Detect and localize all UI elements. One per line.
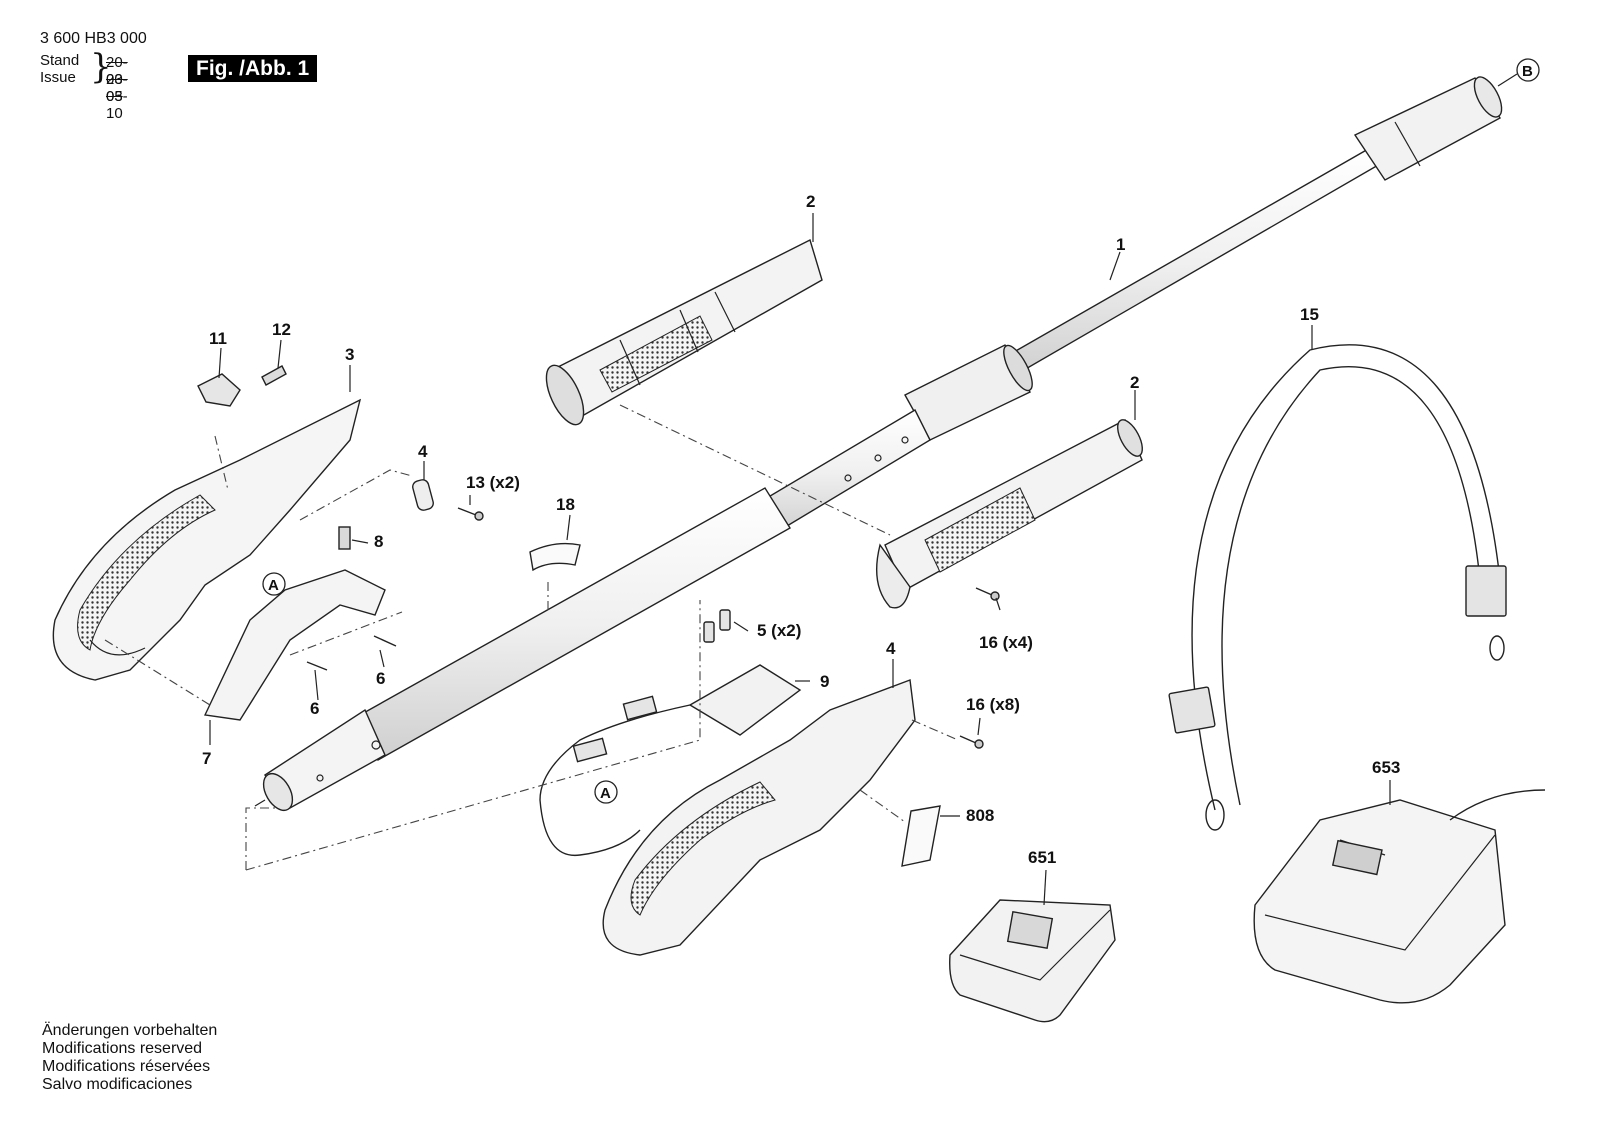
callout-18: 18 — [556, 495, 575, 514]
part-9-switch — [539, 664, 802, 857]
part-15-strap — [1168, 344, 1507, 831]
brace-icon: } — [90, 47, 112, 87]
battery-651 — [949, 899, 1116, 1023]
callout-653: 653 — [1372, 758, 1400, 777]
figure-badge: Fig. /Abb. 1 — [188, 55, 318, 82]
callout-11: 11 — [209, 329, 227, 348]
screw-13 — [457, 507, 484, 521]
reference-mark-a-lower: A — [594, 780, 618, 804]
svg-text:A: A — [600, 785, 611, 802]
callout-5: 5 (x2) — [757, 621, 801, 640]
pins-6 — [306, 635, 397, 671]
housing-half — [52, 398, 362, 681]
notice-french: Modifications réservées — [42, 1058, 211, 1075]
reference-mark-a-upper: A — [262, 572, 286, 596]
coupling-lower — [875, 419, 1144, 609]
assembly-lines — [104, 404, 959, 871]
notice-german: Änderungen vorbehalten — [42, 1022, 218, 1039]
charger-653 — [1253, 789, 1546, 1004]
part-11-latch — [197, 373, 241, 407]
screws-16-lower — [959, 735, 984, 749]
callout-6-left: 6 — [310, 699, 319, 718]
callout-4-upper: 4 — [418, 442, 428, 461]
part-18-label — [529, 542, 581, 572]
callout-13: 13 (x2) — [466, 473, 520, 492]
coupling-upper — [545, 238, 823, 426]
svg-text:A: A — [268, 577, 279, 594]
callout-1: 1 — [1116, 235, 1125, 254]
notice-english: Modifications reserved — [42, 1040, 203, 1057]
part-808-label — [901, 805, 941, 867]
callout-15: 15 — [1300, 305, 1319, 324]
telescopic-pole — [254, 76, 1503, 812]
part-8-spring — [338, 526, 351, 550]
callout-9: 9 — [820, 672, 829, 691]
svg-text:B: B — [1522, 63, 1533, 80]
stand-label: Stand — [40, 52, 80, 69]
callout-8: 8 — [374, 532, 383, 551]
stand-date: 20-03-05 — [106, 54, 128, 105]
callout-2-lower: 2 — [1130, 373, 1139, 392]
part-12-spring — [261, 365, 287, 386]
callout-7: 7 — [202, 749, 211, 768]
callout-16-x4: 16 (x4) — [979, 633, 1033, 652]
document-number: 3 600 HB3 000 — [40, 30, 147, 47]
callout-651: 651 — [1028, 848, 1056, 867]
callout-16-x8: 16 (x8) — [966, 695, 1020, 714]
screws-16-upper — [975, 587, 1000, 601]
callout-2-upper: 2 — [806, 192, 815, 211]
callout-3: 3 — [345, 345, 354, 364]
reference-mark-b: B — [1516, 58, 1540, 82]
issue-date: 20-03-10 — [106, 71, 128, 122]
notice-spanish: Salvo modificaciones — [42, 1076, 193, 1093]
callout-12: 12 — [272, 320, 291, 339]
callout-6-right: 6 — [376, 669, 385, 688]
part-7-lever — [203, 569, 386, 721]
issue-label: Issue — [40, 69, 76, 86]
screws-5 — [703, 609, 731, 643]
modification-notice: Änderungen vorbehalten Modifications res… — [42, 1022, 217, 1094]
leader-lines — [209, 73, 1518, 906]
callout-4-lower: 4 — [886, 639, 896, 658]
part-4-clip — [412, 479, 434, 511]
callout-labels: 2 1 2 3 11 12 4 13 (x2) 18 8 6 6 7 5 (x2… — [202, 192, 1400, 867]
housing-handle — [602, 679, 916, 956]
callout-808: 808 — [966, 806, 994, 825]
